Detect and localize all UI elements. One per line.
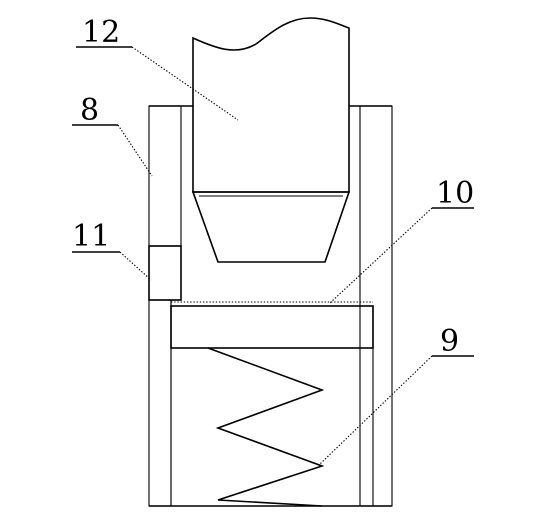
- plunger: [191, 17, 351, 263]
- piston: [170, 301, 374, 349]
- label-sleeve: 8: [80, 93, 99, 128]
- label-spring: 9: [440, 324, 459, 359]
- side-port: [148, 245, 182, 301]
- label-port: 11: [72, 219, 110, 254]
- label-plunger: 12: [82, 15, 120, 50]
- spring: [207, 347, 325, 507]
- leader-lines: [72, 46, 474, 465]
- label-piston: 10: [436, 176, 474, 211]
